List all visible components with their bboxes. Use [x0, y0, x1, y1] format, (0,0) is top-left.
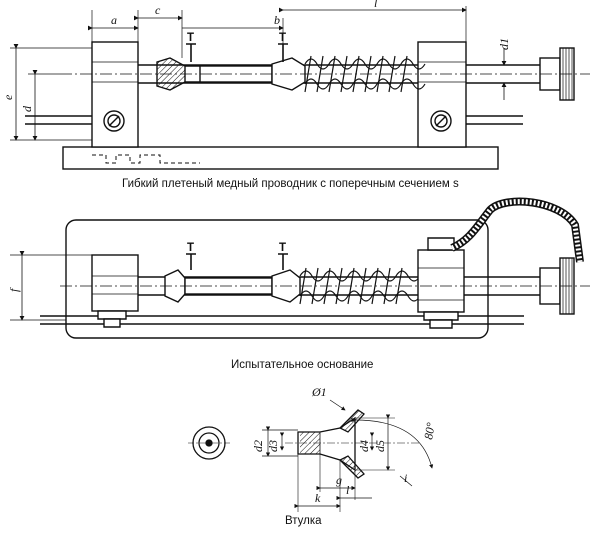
top-spring	[304, 55, 426, 93]
t-marker-label-1: T	[187, 32, 195, 44]
t-marker-label-3: T	[187, 242, 195, 254]
top-assembly-view	[10, 6, 590, 170]
caption-braided-conductor: Гибкий плетеный медный проводник с попер…	[122, 178, 459, 190]
caption-bushing: Втулка	[285, 515, 322, 527]
dim-dia1-label: Ø1	[311, 385, 327, 399]
bushing-detail	[188, 399, 434, 512]
dim-l-bushing-label: l	[346, 483, 350, 497]
dim-d-label: d	[20, 105, 34, 112]
t-marker-label-2: T	[279, 32, 287, 44]
dim-k-label: k	[315, 491, 321, 505]
dim-d1-label: d1	[497, 38, 511, 50]
dim-d3-label: d3	[266, 440, 280, 452]
dim-d5-label: d5	[373, 440, 387, 452]
top-base-plate	[62, 146, 499, 170]
dim-d4-label: d4	[357, 440, 371, 452]
caption-test-base: Испытательное основание	[231, 359, 374, 371]
dim-g-label: g	[336, 473, 342, 487]
t-marker-label-4: T	[279, 242, 287, 254]
middle-left-block	[91, 254, 139, 312]
dim-l-label: l	[374, 0, 378, 10]
dim-c-label: c	[155, 3, 161, 17]
dim-e-label: e	[1, 94, 15, 100]
dim-i-label: i	[404, 471, 407, 485]
middle-test-base-view	[10, 197, 590, 339]
dim-a-label: a	[111, 13, 117, 27]
test-base-frame	[65, 219, 489, 339]
top-dimension-labels: a c b l d1 e d	[1, 0, 511, 112]
dim-f-label: f	[7, 287, 21, 292]
middle-right-block	[417, 249, 465, 313]
bushing-dimension-labels: Ø1 d2 d3 d4 d5 80° g k l i	[251, 385, 438, 505]
dim-d2-label: d2	[251, 440, 265, 452]
dim-b-label: b	[274, 13, 280, 27]
dim-angle-label: 80°	[421, 421, 438, 440]
